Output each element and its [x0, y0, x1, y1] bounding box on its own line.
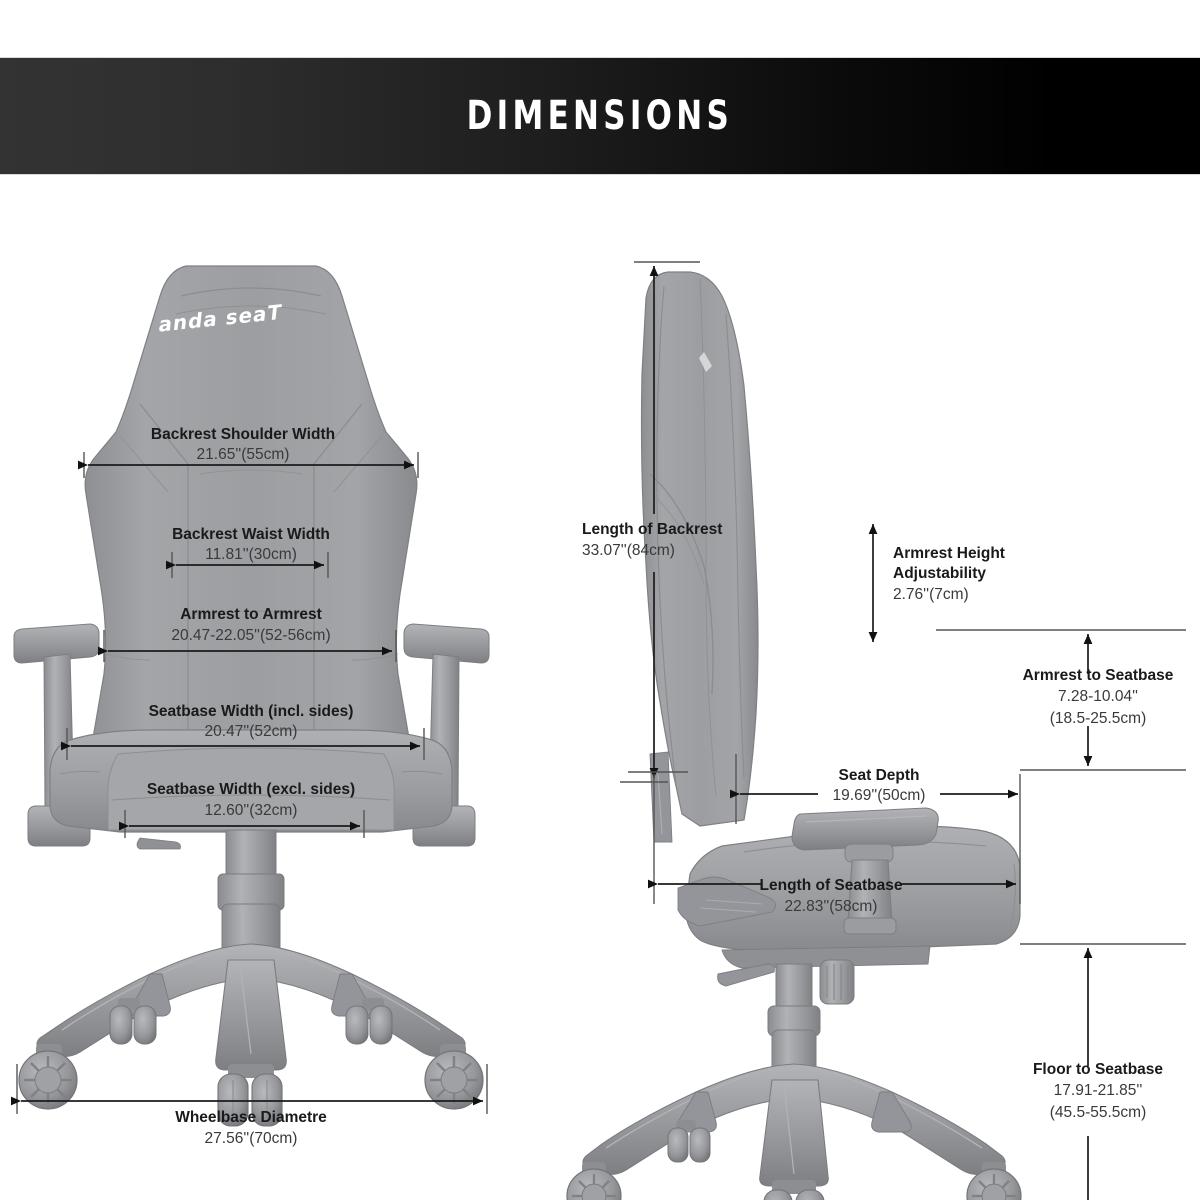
front-backrest: anda seaT	[84, 265, 418, 791]
dim-label: Seatbase Width (excl. sides)	[147, 781, 355, 798]
dim-value: 27.56''(70cm)	[205, 1130, 298, 1147]
caster-front-right	[424, 1044, 484, 1110]
front-chair-base	[18, 943, 484, 1127]
caster-rear-left	[109, 998, 157, 1045]
caster-front-left	[18, 1044, 78, 1110]
front-seat-cushion	[49, 729, 453, 850]
dim-label: Backrest Waist Width	[172, 526, 330, 543]
header-bar: DIMENSIONS	[0, 58, 1200, 174]
dim-label: Length of Seatbase	[760, 877, 903, 894]
dim-seatbase-width-incl: Seatbase Width (incl. sides) 20.47''(52c…	[61, 703, 425, 760]
dim-value-inches: 17.91-21.85''	[1054, 1082, 1143, 1099]
dim-value: 20.47''(52cm)	[205, 723, 298, 740]
side-armrest	[791, 807, 939, 935]
dim-backrest-shoulder-width: Backrest Shoulder Width 21.65''(55cm)	[78, 426, 419, 478]
dim-value: 22.83''(58cm)	[785, 898, 878, 915]
dim-seat-depth: Seat Depth 19.69''(50cm)	[628, 754, 1018, 824]
dim-label-line1: Armrest Height	[893, 545, 1005, 562]
dim-value: 33.07''(84cm)	[582, 542, 675, 559]
side-view-chair: Length of Backrest 33.07''(84cm) Armrest…	[566, 261, 1186, 1200]
dim-value: 11.81''(30cm)	[205, 546, 297, 563]
side-tilt-controls	[717, 959, 855, 1005]
front-view-chair: anda seaT	[11, 265, 490, 1147]
dim-label: Backrest Shoulder Width	[151, 426, 335, 443]
side-caster-right	[966, 1162, 1022, 1200]
dim-seatbase-width-excl: Seatbase Width (excl. sides) 12.60''(32c…	[119, 781, 365, 838]
dim-armrest-to-seatbase: Armrest to Seatbase 7.28-10.04'' (18.5-2…	[936, 629, 1186, 771]
dim-value-cm: (18.5-25.5cm)	[1050, 710, 1146, 727]
dim-label: Length of Backrest	[582, 521, 722, 538]
dim-label-line2: Adjustability	[893, 565, 986, 582]
dim-value: 12.60''(32cm)	[205, 802, 298, 819]
dim-armrest-height-adjustability: Armrest Height Adjustability 2.76''(7cm)	[868, 524, 1005, 642]
dim-floor-to-seatbase: Floor to Seatbase 17.91-21.85'' (45.5-55…	[1020, 943, 1186, 1200]
side-caster-center	[763, 1180, 825, 1200]
dimensions-diagram: anda seaT	[0, 174, 1200, 1200]
dim-value: 2.76''(7cm)	[893, 586, 969, 603]
dim-label: Floor to Seatbase	[1033, 1061, 1163, 1078]
side-caster-rear	[667, 1120, 711, 1163]
dim-label: Armrest to Armrest	[180, 606, 322, 623]
dim-backrest-waist-width: Backrest Waist Width 11.81''(30cm)	[166, 526, 330, 578]
dim-value: 19.69''(50cm)	[833, 787, 926, 804]
dim-value-cm: (45.5-55.5cm)	[1050, 1104, 1146, 1121]
side-chair-base	[566, 1063, 1022, 1200]
dim-label: Seatbase Width (incl. sides)	[149, 703, 354, 720]
caster-rear-right	[345, 998, 393, 1045]
dim-wheelbase-diametre: Wheelbase Diametre 27.56''(70cm)	[11, 1064, 488, 1147]
page-title: DIMENSIONS	[466, 93, 734, 139]
dim-length-of-seatbase: Length of Seatbase 22.83''(58cm)	[648, 774, 1021, 915]
dim-value: 21.65''(55cm)	[197, 446, 290, 463]
dim-label: Wheelbase Diametre	[175, 1109, 327, 1126]
dim-label: Armrest to Seatbase	[1023, 667, 1174, 684]
side-caster-left	[566, 1162, 622, 1200]
dim-value-inches: 7.28-10.04''	[1058, 688, 1138, 705]
dim-label: Seat Depth	[839, 767, 920, 784]
dim-length-of-backrest: Length of Backrest 33.07''(84cm)	[582, 261, 722, 783]
dim-armrest-to-armrest: Armrest to Armrest 20.47-22.05''(52-56cm…	[98, 606, 397, 662]
dim-value: 20.47-22.05''(52-56cm)	[171, 627, 330, 644]
side-backrest	[640, 271, 759, 843]
